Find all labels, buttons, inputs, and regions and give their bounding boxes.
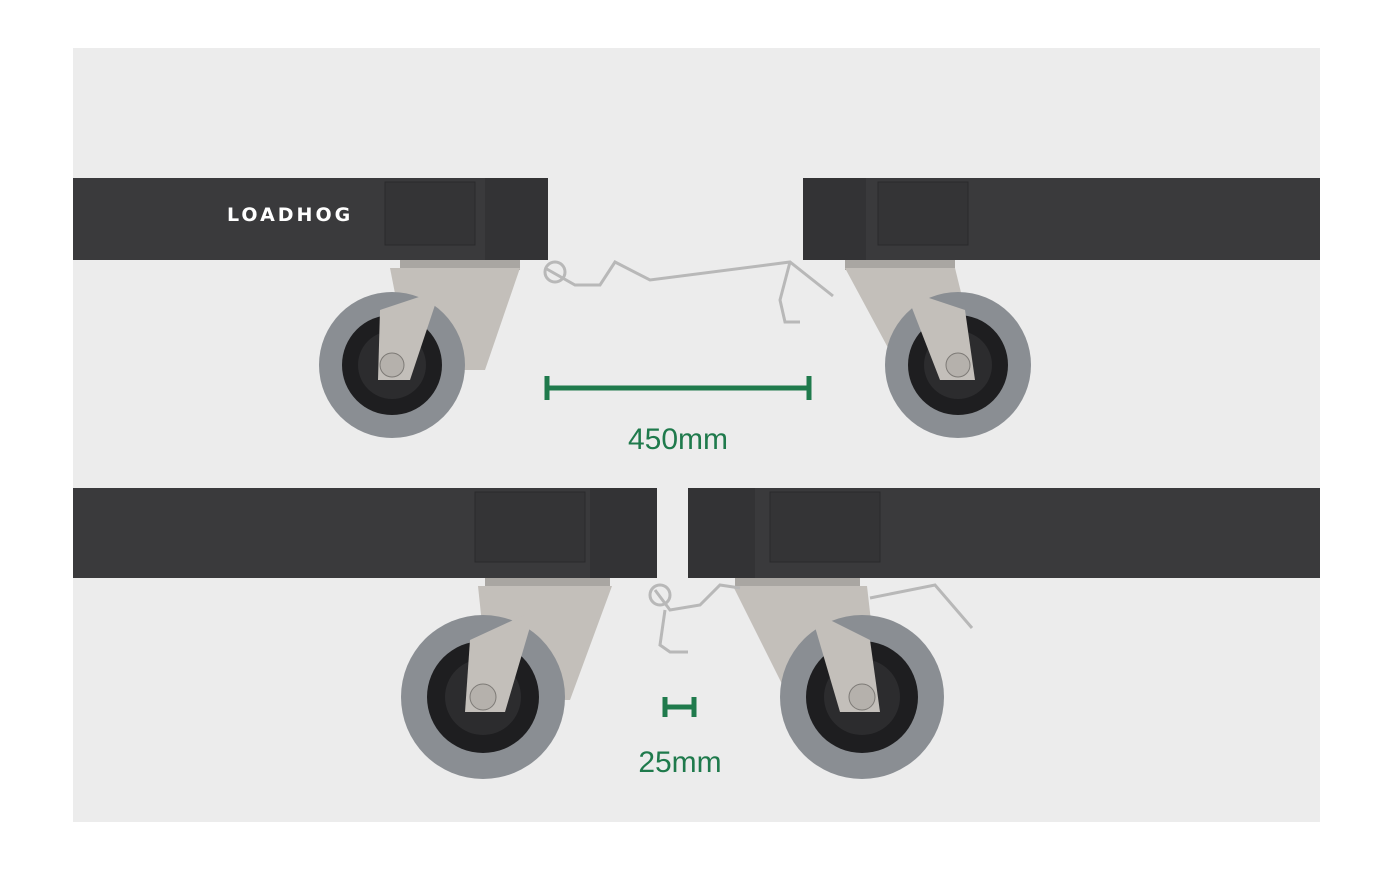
top-right-dolly bbox=[803, 178, 1320, 438]
dimension-25mm: 25mm bbox=[638, 697, 722, 779]
loadhog-logo: LOADHOG bbox=[227, 204, 353, 226]
tow-hook-connected bbox=[648, 583, 974, 654]
dimension-label-25mm: 25mm bbox=[638, 746, 721, 779]
bottom-left-dolly bbox=[73, 488, 657, 779]
top-left-dolly: LOADHOG bbox=[73, 178, 548, 438]
dimension-450mm: 450mm bbox=[544, 376, 812, 456]
bottom-right-dolly bbox=[688, 488, 1320, 779]
background-panel bbox=[73, 48, 1320, 822]
dimension-label-450mm: 450mm bbox=[628, 423, 728, 456]
tow-hook-open bbox=[543, 260, 834, 324]
